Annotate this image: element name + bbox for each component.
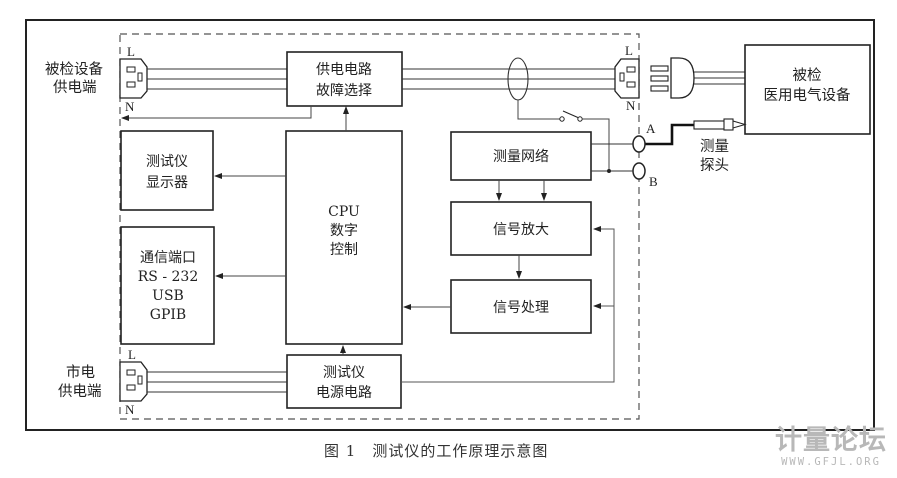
watermark-title: 计量论坛 [775, 425, 887, 456]
output-socket-l-label: L [625, 43, 633, 58]
watermark: 计量论坛 WWW.GFJL.ORG [775, 425, 887, 469]
dut-device-label-1: 被检 [793, 67, 822, 84]
signal-amp-block [450, 201, 592, 256]
dut-supply-label-1: 被检设备 [45, 61, 103, 78]
mains-socket-l-label: L [128, 347, 136, 362]
mains-supply-socket [119, 361, 148, 402]
display-label-1: 测试仪 [146, 154, 188, 170]
cpu-label-2: 数字 [330, 223, 358, 239]
probe-cable [644, 123, 695, 146]
cpu-label-1: CPU [328, 204, 360, 220]
watermark-url: WWW.GFJL.ORG [781, 456, 881, 468]
output-socket-n-label: N [626, 98, 636, 113]
power-circuit-label-1: 测试仪 [323, 365, 365, 381]
dut-socket-l-label: L [127, 44, 135, 59]
mains-supply-label-2: 供电端 [58, 383, 102, 400]
return-line [121, 106, 312, 121]
probe-label-2: 探头 [700, 157, 729, 174]
signal-proc-label: 信号处理 [493, 300, 549, 316]
comm-port-label-1: 通信端口 [140, 250, 196, 266]
supply-wires-in [147, 68, 287, 90]
measure-network-label: 测量网络 [493, 149, 549, 165]
output-socket [614, 58, 640, 99]
switch-lead [582, 118, 610, 171]
plug-icon [650, 57, 695, 99]
measure-network-block [450, 131, 592, 181]
dut-device-block [744, 44, 871, 135]
cpu-block [285, 130, 403, 345]
dut-device-label-2: 医用电气设备 [764, 87, 851, 104]
supply-wires-out [402, 68, 617, 90]
fault-select-label-2: 故障选择 [316, 83, 372, 99]
jack-a [632, 135, 646, 153]
comm-port-label-2: RS - 232 [138, 269, 198, 285]
outer-frame [25, 19, 875, 431]
dut-supply-socket [119, 58, 148, 99]
figure-number: 图 1 [324, 442, 357, 460]
comm-port-label-3: USB [152, 288, 184, 304]
probe-icon [693, 118, 747, 131]
switch-blade [562, 110, 580, 119]
mains-wires [147, 371, 287, 393]
figure-title: 测试仪的工作原理示意图 [372, 442, 549, 460]
fault-select-block [286, 51, 403, 107]
ct-lead [517, 100, 561, 120]
cpu-label-3: 控制 [330, 242, 358, 258]
switch-contact-1 [559, 116, 565, 122]
dut-socket-n-label: N [125, 99, 135, 114]
signal-proc-block [450, 279, 592, 334]
mains-supply-label-1: 市电 [66, 364, 95, 381]
display-label-2: 显示器 [146, 175, 188, 191]
fault-select-label-1: 供电电路 [316, 62, 372, 78]
signal-amp-label: 信号放大 [493, 222, 549, 238]
figure-caption: 图 1 测试仪的工作原理示意图 [324, 440, 548, 461]
dut-cord [694, 71, 745, 85]
probe-label-1: 测量 [700, 138, 729, 155]
display-block [120, 130, 214, 211]
jack-b [632, 162, 646, 180]
dut-supply-label-2: 供电端 [53, 79, 97, 96]
switch-contact-2 [577, 116, 583, 122]
jack-b-label: B [649, 174, 658, 189]
instrument-boundary [119, 33, 640, 420]
comm-port-label-4: GPIB [150, 307, 186, 323]
power-circuit-label-2: 电源电路 [316, 385, 372, 401]
junction-dot [607, 169, 611, 173]
jack-a-label: A [646, 121, 656, 136]
mains-socket-n-label: N [125, 402, 135, 417]
comm-port-block [120, 226, 215, 345]
